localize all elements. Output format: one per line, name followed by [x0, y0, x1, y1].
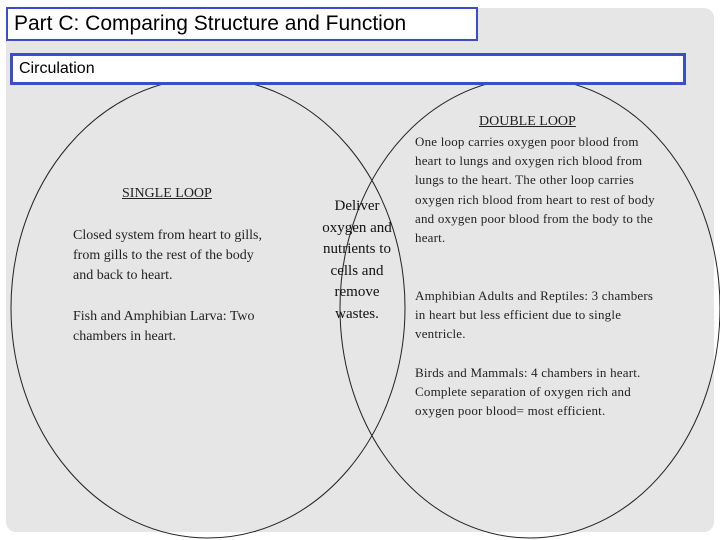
double-loop-amphibian-reptile: Amphibian Adults and Reptiles: 3 chamber… — [415, 288, 654, 342]
shared-function-text: Deliver oxygen and nutrients to cells an… — [322, 198, 392, 322]
single-loop-examples: Fish and Amphibian Larva: Two chambers i… — [73, 309, 255, 344]
double-loop-bird-mammal: Birds and Mammals: 4 chambers in heart. … — [415, 365, 641, 419]
double-loop-heading: DOUBLE LOOP — [479, 114, 576, 129]
slide-subtitle: Circulation — [10, 53, 686, 85]
slide-background — [6, 8, 714, 532]
double-loop-description: One loop carries oxygen poor blood from … — [415, 134, 655, 246]
single-loop-heading: SINGLE LOOP — [122, 186, 212, 201]
slide-title: Part C: Comparing Structure and Function — [6, 7, 478, 41]
single-loop-description: Closed system from heart to gills, from … — [73, 228, 262, 283]
